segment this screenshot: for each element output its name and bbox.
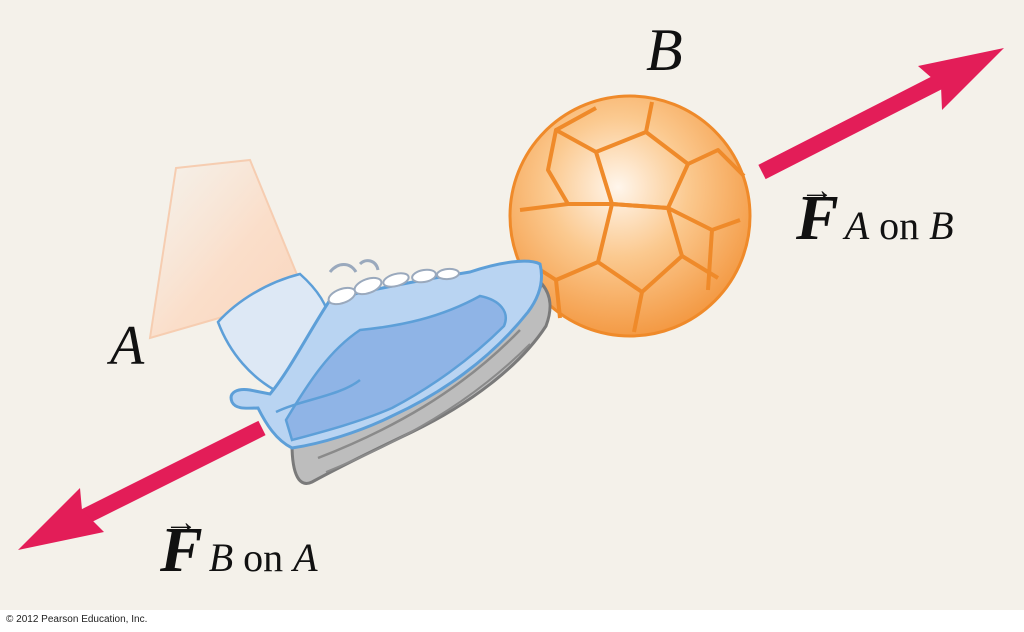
diagram-graphics: [18, 48, 1004, 550]
sock: [216, 272, 332, 394]
copyright-notice: © 2012 Pearson Education, Inc.: [6, 614, 148, 625]
force-arrow-b-on-a: [18, 420, 266, 550]
force-arrow-a-on-b: [758, 48, 1004, 180]
force-letter: F: [160, 514, 203, 585]
force-subscript: A on B: [844, 203, 954, 248]
force-label-a-on-b: → F A on B: [796, 174, 954, 250]
force-symbol: → F: [796, 174, 839, 250]
label-object-b: B: [646, 17, 683, 83]
shoe-laces: [327, 259, 460, 306]
force-subscript: B on A: [208, 535, 318, 580]
force-letter: F: [796, 182, 839, 253]
force-symbol: → F: [160, 506, 203, 582]
force-label-b-on-a: → F B on A: [160, 506, 318, 582]
vector-arrow-icon: →: [164, 504, 198, 541]
vector-arrow-icon: →: [800, 172, 834, 209]
shoe-side-panel: [284, 294, 507, 442]
label-object-a: A: [110, 315, 145, 377]
